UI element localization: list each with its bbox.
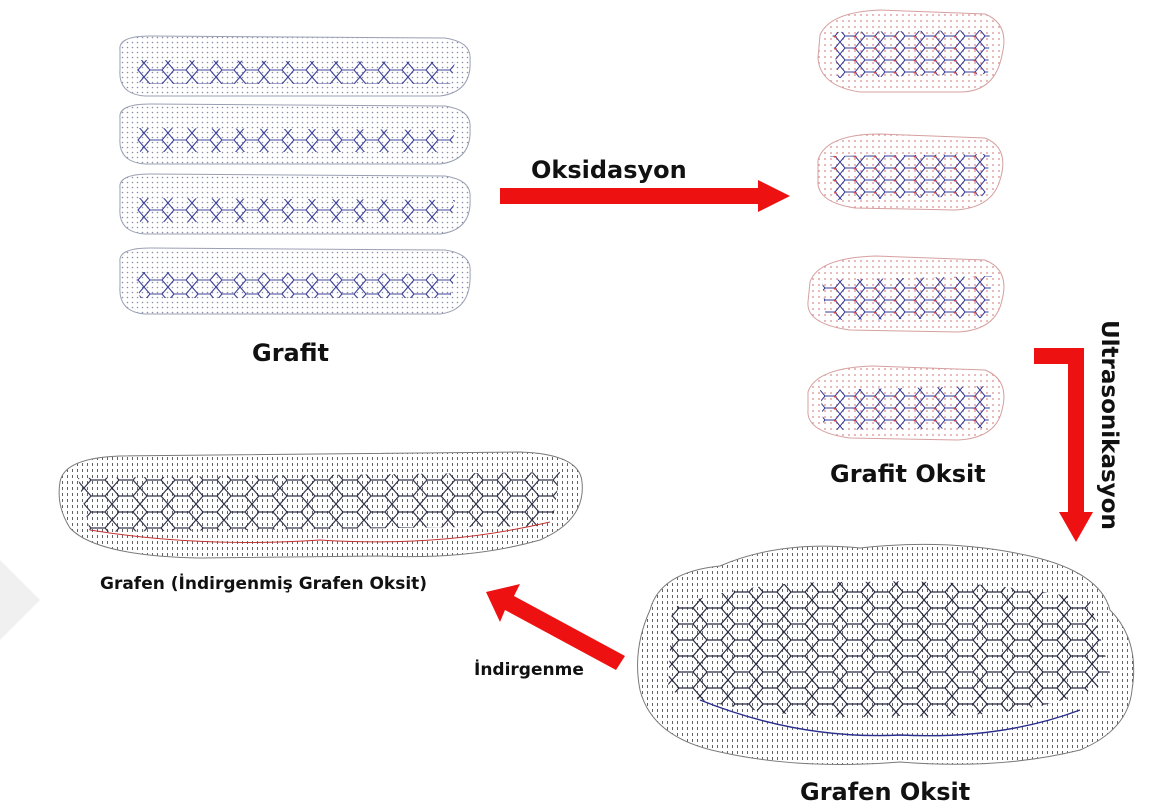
watermark-shape [0, 560, 40, 640]
oxidation-arrow [500, 180, 790, 212]
graphite-stack [120, 36, 470, 314]
graphite-oxide-layer [808, 256, 1004, 332]
graphite-oxide-stack [808, 10, 1004, 440]
graphene-oxide-label: Grafen Oksit [800, 780, 970, 804]
reduction-label: İndirgenme [474, 662, 584, 679]
graphite-layer [120, 248, 470, 314]
graphite-oxide-layer [808, 366, 1004, 440]
graphite-layer [120, 174, 470, 234]
graphite-oxide-layer [818, 134, 1003, 210]
graphite-layer [120, 36, 470, 96]
ultrasonication-arrow [1034, 348, 1093, 542]
ultrasonication-label: Ultrasonikasyon [1097, 320, 1120, 530]
graphene-oxide-sheet [638, 544, 1134, 764]
graphene-label: Grafen (İndirgenmiş Grafen Oksit) [100, 576, 427, 593]
reduction-arrow [486, 584, 625, 670]
graphite-layer [120, 104, 470, 164]
graphite-label: Grafit [252, 341, 329, 365]
graphite-oxide-label: Grafit Oksit [830, 462, 986, 486]
oxidation-label: Oksidasyon [531, 158, 687, 182]
graphite-oxide-layer [818, 10, 1004, 92]
graphene-sheet [59, 452, 582, 558]
